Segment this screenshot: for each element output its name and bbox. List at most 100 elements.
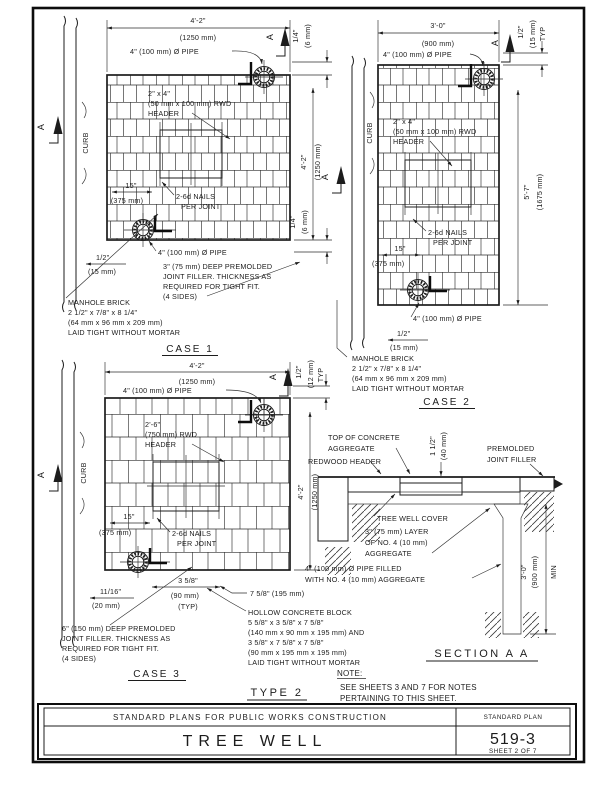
case2-joint-gap: 1/2" (15 mm)	[388, 329, 428, 352]
case1-filler-l4: (4 SIDES)	[163, 292, 197, 301]
case3-pipe-top-text: 4" (100 mm) Ø PIPE	[123, 386, 192, 395]
case2-header-note: 2" x 4" (50 mm x 100 mm) RWD HEADER	[393, 117, 476, 167]
case1-filler-note: 3" (75 mm) DEEP PREMOLDED JOINT FILLER. …	[163, 261, 301, 301]
section-cover-text: TREE WELL COVER	[377, 514, 448, 523]
case2-section-letter-left: A	[320, 174, 330, 180]
case3-header-l2: (750 mm) RWD	[145, 430, 197, 439]
case2-dim-width-ft: 3'-0"	[430, 21, 446, 30]
case1-section-letter-left: A	[36, 124, 46, 130]
section-title: SECTION A A	[426, 648, 538, 662]
case3-typ-in: 1/2"	[294, 365, 303, 379]
case1-offset-bottom-in: 1/4"	[288, 215, 297, 229]
case1-brick-l3: (64 mm x 96 mm x 209 mm)	[68, 318, 163, 327]
case3-curb-label: CURB	[79, 462, 88, 483]
case1-dim-height: 4'-2" (1250 mm)	[294, 88, 332, 241]
case2-pipe-bottom-icon	[400, 273, 450, 306]
section-toc-l1: TOP OF CONCRETE	[328, 433, 400, 442]
case3-offset-in: 11/16"	[100, 587, 121, 596]
note-heading: NOTE:	[337, 669, 362, 678]
note-line2: PERTAINING TO THIS SHEET.	[340, 694, 457, 703]
case1-pipe-top-label: 4" (100 mm) Ø PIPE	[130, 47, 263, 65]
sheet-border	[31, 6, 586, 764]
case1-offset-top-mm: (6 mm)	[303, 24, 312, 48]
case1-dim-width-ft: 4'-2"	[190, 16, 206, 25]
case1-pipe-bottom-icon	[124, 213, 176, 247]
case3-bw-typ: (TYP)	[178, 602, 198, 611]
case2-plan	[377, 64, 500, 306]
section-depth-ft: 3'-0"	[519, 564, 528, 580]
case1-filler-l1: 3" (75 mm) DEEP PREMOLDED	[163, 262, 272, 271]
case3-filler-l4: (4 SIDES)	[62, 654, 96, 663]
case2-gap-mm: (15 mm)	[390, 343, 418, 352]
sheet-note: NOTE: SEE SHEETS 3 AND 7 FOR NOTES PERTA…	[337, 669, 477, 703]
case3-nails-l2: PER JOINT	[177, 539, 217, 548]
case1-section-letter-top: A	[265, 34, 275, 40]
section-pipe-note: 4" (100 mm) Ø PIPE FILLED WITH NO. 4 (10…	[305, 563, 502, 584]
case3-bw-in: 3 5/8"	[178, 576, 198, 585]
case3-inset-in: 15"	[123, 512, 134, 521]
case1-offset-bottom: 1/4" (6 mm)	[288, 210, 332, 264]
case1-label: CASE 1	[166, 344, 214, 355]
case3-dim-block-offset: 11/16" (20 mm)	[90, 587, 134, 610]
case2-nails-note: 2-6d NAILS PER JOINT	[412, 218, 473, 247]
case3-bw-mm: (90 mm)	[171, 591, 199, 600]
case2-inset-in: 15"	[394, 244, 405, 253]
case2-curb: CURB	[350, 55, 375, 351]
case2-drawing: CURB A	[320, 20, 548, 409]
section-agg-l3: AGGREGATE	[365, 549, 412, 558]
case3-typ-label: TYP	[316, 368, 325, 383]
case3-label: CASE 3	[133, 669, 181, 680]
case2-dim-width: 3'-0" (900 mm)	[377, 20, 500, 62]
case3-dim-block-width: 3 5/8" (90 mm) (TYP)	[152, 576, 220, 611]
case2-nails-l2: PER JOINT	[433, 238, 473, 247]
section-depth-dim: 3'-0" (900 mm) MIN	[519, 504, 558, 635]
case3-section-letter-left: A	[36, 472, 46, 478]
case1-pipe-top-text: 4" (100 mm) Ø PIPE	[130, 47, 199, 56]
section-aggregate-note: 3" (75 mm) LAYER OF NO. 4 (10 mm) AGGREG…	[365, 507, 491, 558]
case3-bl-text: 7 5/8" (195 mm)	[250, 589, 304, 598]
section-pipe-l2: WITH NO. 4 (10 mm) AGGREGATE	[305, 575, 425, 584]
case3-section-marker-top: A 1/2" (12 mm) TYP	[268, 360, 330, 410]
case3-nails-l1: 2-6d NAILS	[172, 529, 211, 538]
type-title: TYPE 2	[247, 687, 307, 701]
case3-nails-note: 2-6d NAILS PER JOINT	[156, 517, 217, 548]
case3-section-marker-left: A	[36, 464, 63, 492]
case1-gap-mm: (15 mm)	[88, 267, 116, 276]
case1-pipe-bottom-text: 4" (100 mm) Ø PIPE	[158, 248, 227, 257]
case1-inset-mm: (375 mm)	[111, 196, 143, 205]
case2-brick-note: MANHOLE BRICK 2 1/2" x 7/8" x 8 1/4" (64…	[336, 300, 464, 393]
case1-filler-l3: REQUIRED FOR TIGHT FIT.	[163, 282, 260, 291]
case1-filler-l2: JOINT FILLER. THICKNESS AS	[163, 272, 271, 281]
case3-dim-width-mm: (1250 mm)	[179, 377, 216, 386]
section-depth-mm: (40 mm)	[439, 432, 448, 460]
title-block-standard-plan: STANDARD PLAN	[484, 714, 543, 721]
case3-filler-l2: JOINT FILLER. THICKNESS AS	[62, 634, 170, 643]
section-depth-in: 1 1/2"	[428, 436, 437, 456]
section-cover-note: TREE WELL COVER	[373, 493, 448, 523]
title-block-header: STANDARD PLANS FOR PUBLIC WORKS CONSTRUC…	[113, 713, 387, 722]
case2-dim-height: 5'-7" (1675 mm)	[503, 90, 548, 306]
case1-nails-l2: PER JOINT	[181, 202, 221, 211]
case3-block-l6: LAID TIGHT WITHOUT MORTAR	[248, 658, 360, 667]
case2-header-l3: HEADER	[393, 137, 424, 146]
case3-dim-inset: 15" (375 mm)	[99, 512, 150, 537]
section-premolded-note: PREMOLDED JOINT FILLER	[487, 444, 544, 477]
case3-typ-mm: (12 mm)	[306, 360, 315, 388]
case3-pipe-top-label: 4" (100 mm) Ø PIPE	[123, 386, 262, 404]
case3-dim-height: 4'-2" (1250 mm)	[294, 412, 320, 571]
case1-curb: CURB	[62, 15, 90, 313]
case3-title: CASE 3	[128, 669, 186, 681]
case2-brick-l4: LAID TIGHT WITHOUT MORTAR	[352, 384, 464, 393]
section-pipe-l1: 4" (100 mm) Ø PIPE FILLED	[305, 564, 402, 573]
case1-header-note: 2" x 4" (50 mm x 100 mm) RWD HEADER	[148, 89, 231, 140]
case1-header-l2: (50 mm x 100 mm) RWD	[148, 99, 231, 108]
case3-header-l1: 2'-6"	[145, 420, 161, 429]
section-agg-l2: OF NO. 4 (10 mm)	[365, 538, 428, 547]
case2-brick-l1: MANHOLE BRICK	[352, 354, 414, 363]
case3-inset-mm: (375 mm)	[99, 528, 131, 537]
section-drawing: TOP OF CONCRETE AGGREGATE REDWOOD HEADER…	[305, 432, 563, 703]
section-redwood-note: REDWOOD HEADER	[308, 457, 382, 475]
title-block-title: TREE WELL	[183, 733, 328, 750]
case3-offset-mm: (20 mm)	[92, 601, 120, 610]
